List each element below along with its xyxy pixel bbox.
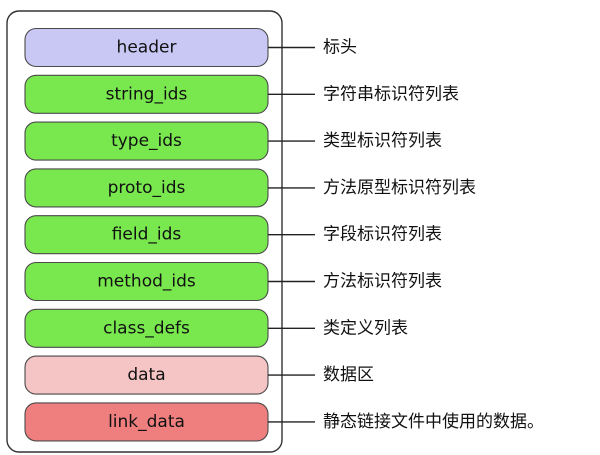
method-ids-label: method_ids [97, 272, 196, 292]
field-ids-label: field_ids [112, 225, 182, 245]
link-data-label: link_data [108, 412, 185, 432]
section-rows: header 标头 string_ids 字符串标识符列表 type_ids 类型标识符列… [24, 27, 544, 442]
proto-ids-description: 方法原型标识符列表 [323, 178, 476, 198]
field-ids-description: 字段标识符列表 [323, 225, 442, 245]
data-description: 数据区 [323, 365, 374, 385]
method-ids-description: 方法标识符列表 [323, 272, 442, 292]
data-label: data [127, 365, 165, 385]
header-description: 标头 [323, 38, 357, 58]
header-label: header [117, 38, 177, 58]
type-ids-description: 类型标识符列表 [323, 131, 442, 151]
link-data-description: 静态链接文件中使用的数据。 [323, 411, 544, 432]
string-ids-label: string_ids [106, 84, 188, 104]
proto-ids-label: proto_ids [108, 178, 186, 198]
class-defs-label: class_defs [103, 318, 190, 338]
type-ids-label: type_ids [111, 131, 182, 151]
class-defs-description: 类定义列表 [323, 318, 408, 338]
string-ids-description: 字符串标识符列表 [323, 84, 459, 104]
